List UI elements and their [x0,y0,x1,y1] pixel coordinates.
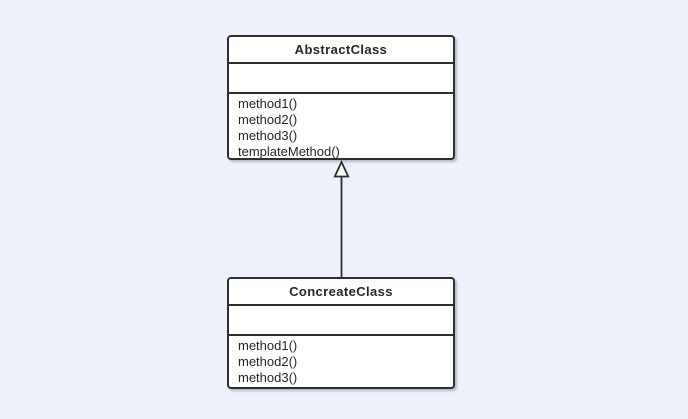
methods-compartment-concreateclass: method1() method2() method3() [229,336,453,387]
method-item: method2() [238,354,298,369]
class-name-abstractclass: AbstractClass [229,37,453,64]
method-item: method1() [238,338,298,353]
attributes-compartment-concreateclass [229,306,453,336]
class-name-concreateclass: ConcreateClass [229,279,453,306]
method-item: templateMethod() [238,144,340,159]
class-box-abstractclass[interactable]: AbstractClass method1() method2() method… [227,35,455,160]
attributes-compartment-abstractclass [229,64,453,94]
class-box-concreateclass[interactable]: ConcreateClass method1() method2() metho… [227,277,455,389]
method-item: method1() [238,96,298,111]
hollow-triangle-arrowhead-icon [333,160,350,178]
inheritance-arrow[interactable] [329,160,354,278]
method-item: method3() [238,370,298,385]
method-item: method2() [238,112,298,127]
methods-compartment-abstractclass: method1() method2() method3() templateMe… [229,94,453,160]
method-item: method3() [238,128,298,143]
